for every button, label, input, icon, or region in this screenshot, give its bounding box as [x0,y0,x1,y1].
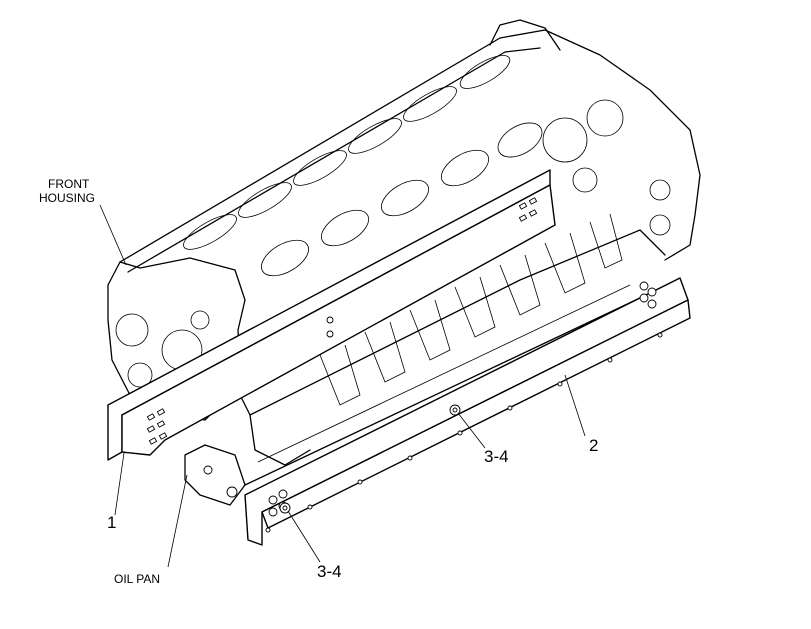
leader-callout-2 [564,374,586,437]
label-housing: HOUSING [39,191,95,205]
label-front: FRONT [48,177,90,191]
callout-2: 2 [589,436,598,455]
callout-3-4-left: 3-4 [317,562,342,581]
engine-block [107,19,701,506]
leader-callout-3-4-right [457,412,486,449]
bolt-3-4-right [449,404,461,416]
rail-part-2 [244,277,691,546]
bolt-3-4-left [279,502,291,514]
leader-callout-1 [114,452,125,516]
label-oil-pan: OIL PAN [114,572,160,586]
diagram-labels: FRONT HOUSING OIL PAN 1 2 3-4 3-4 [39,177,598,586]
leader-oil-pan [167,474,188,568]
leader-callout-3-4-left [287,510,321,563]
leader-lines [99,204,586,568]
rail-part-1 [107,169,556,461]
leader-front-housing [99,204,127,266]
callout-3-4-right: 3-4 [484,447,509,466]
callout-1: 1 [107,513,116,532]
